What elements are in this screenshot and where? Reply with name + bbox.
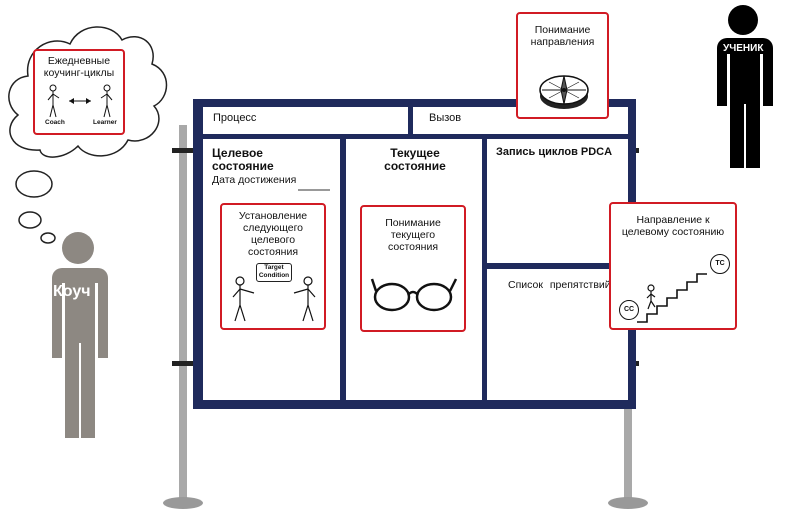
people-figures-icon <box>232 276 316 322</box>
process-label: Процесс <box>213 112 257 124</box>
obstacles-title: Список препятствий <box>508 279 611 291</box>
understand-current-card: Понимание текущего состояния <box>360 205 466 332</box>
coaching-cycles-card: Ежедневные коучинг-циклы Coach Learner <box>33 49 125 135</box>
coach-learner-icon <box>47 84 113 118</box>
target-state-title: Целевое состояние <box>212 146 274 173</box>
direction-to-target-text: Направление к целевому состоянию <box>621 214 725 238</box>
understand-direction-text: Понимание направления <box>530 24 595 48</box>
learner-label: УЧЕНИК <box>723 43 764 54</box>
learner-figure <box>717 5 773 168</box>
challenge-label: Вызов <box>429 112 462 124</box>
coaching-cycles-text: Ежедневные коучинг-циклы <box>43 55 115 79</box>
next-target-card: Установление следующего целевого состоян… <box>220 203 326 330</box>
coach-caption: Coach <box>45 119 65 126</box>
understand-current-text: Понимание текущего состояния <box>385 217 441 253</box>
understand-direction-card: Понимание направления <box>516 12 609 119</box>
achieve-date-label: Дата достижения <box>212 174 297 186</box>
direction-to-target-card: Направление к целевому состоянию CC TC <box>609 202 737 330</box>
compass-icon <box>539 75 589 109</box>
current-state-title: Текущее состояние <box>384 146 446 173</box>
next-target-text: Установление следующего целевого состоян… <box>238 210 308 258</box>
cc-badge: CC <box>619 300 639 320</box>
coach-figure <box>52 232 108 438</box>
coach-label: Коуч <box>53 283 91 300</box>
tc-badge: TC <box>710 254 730 274</box>
staircase-icon <box>637 273 707 323</box>
glasses-icon <box>370 278 458 312</box>
pdca-title: Запись циклов PDCA <box>496 146 613 158</box>
target-condition-sign: Target Condition <box>256 263 292 282</box>
learner-caption: Learner <box>93 119 117 126</box>
